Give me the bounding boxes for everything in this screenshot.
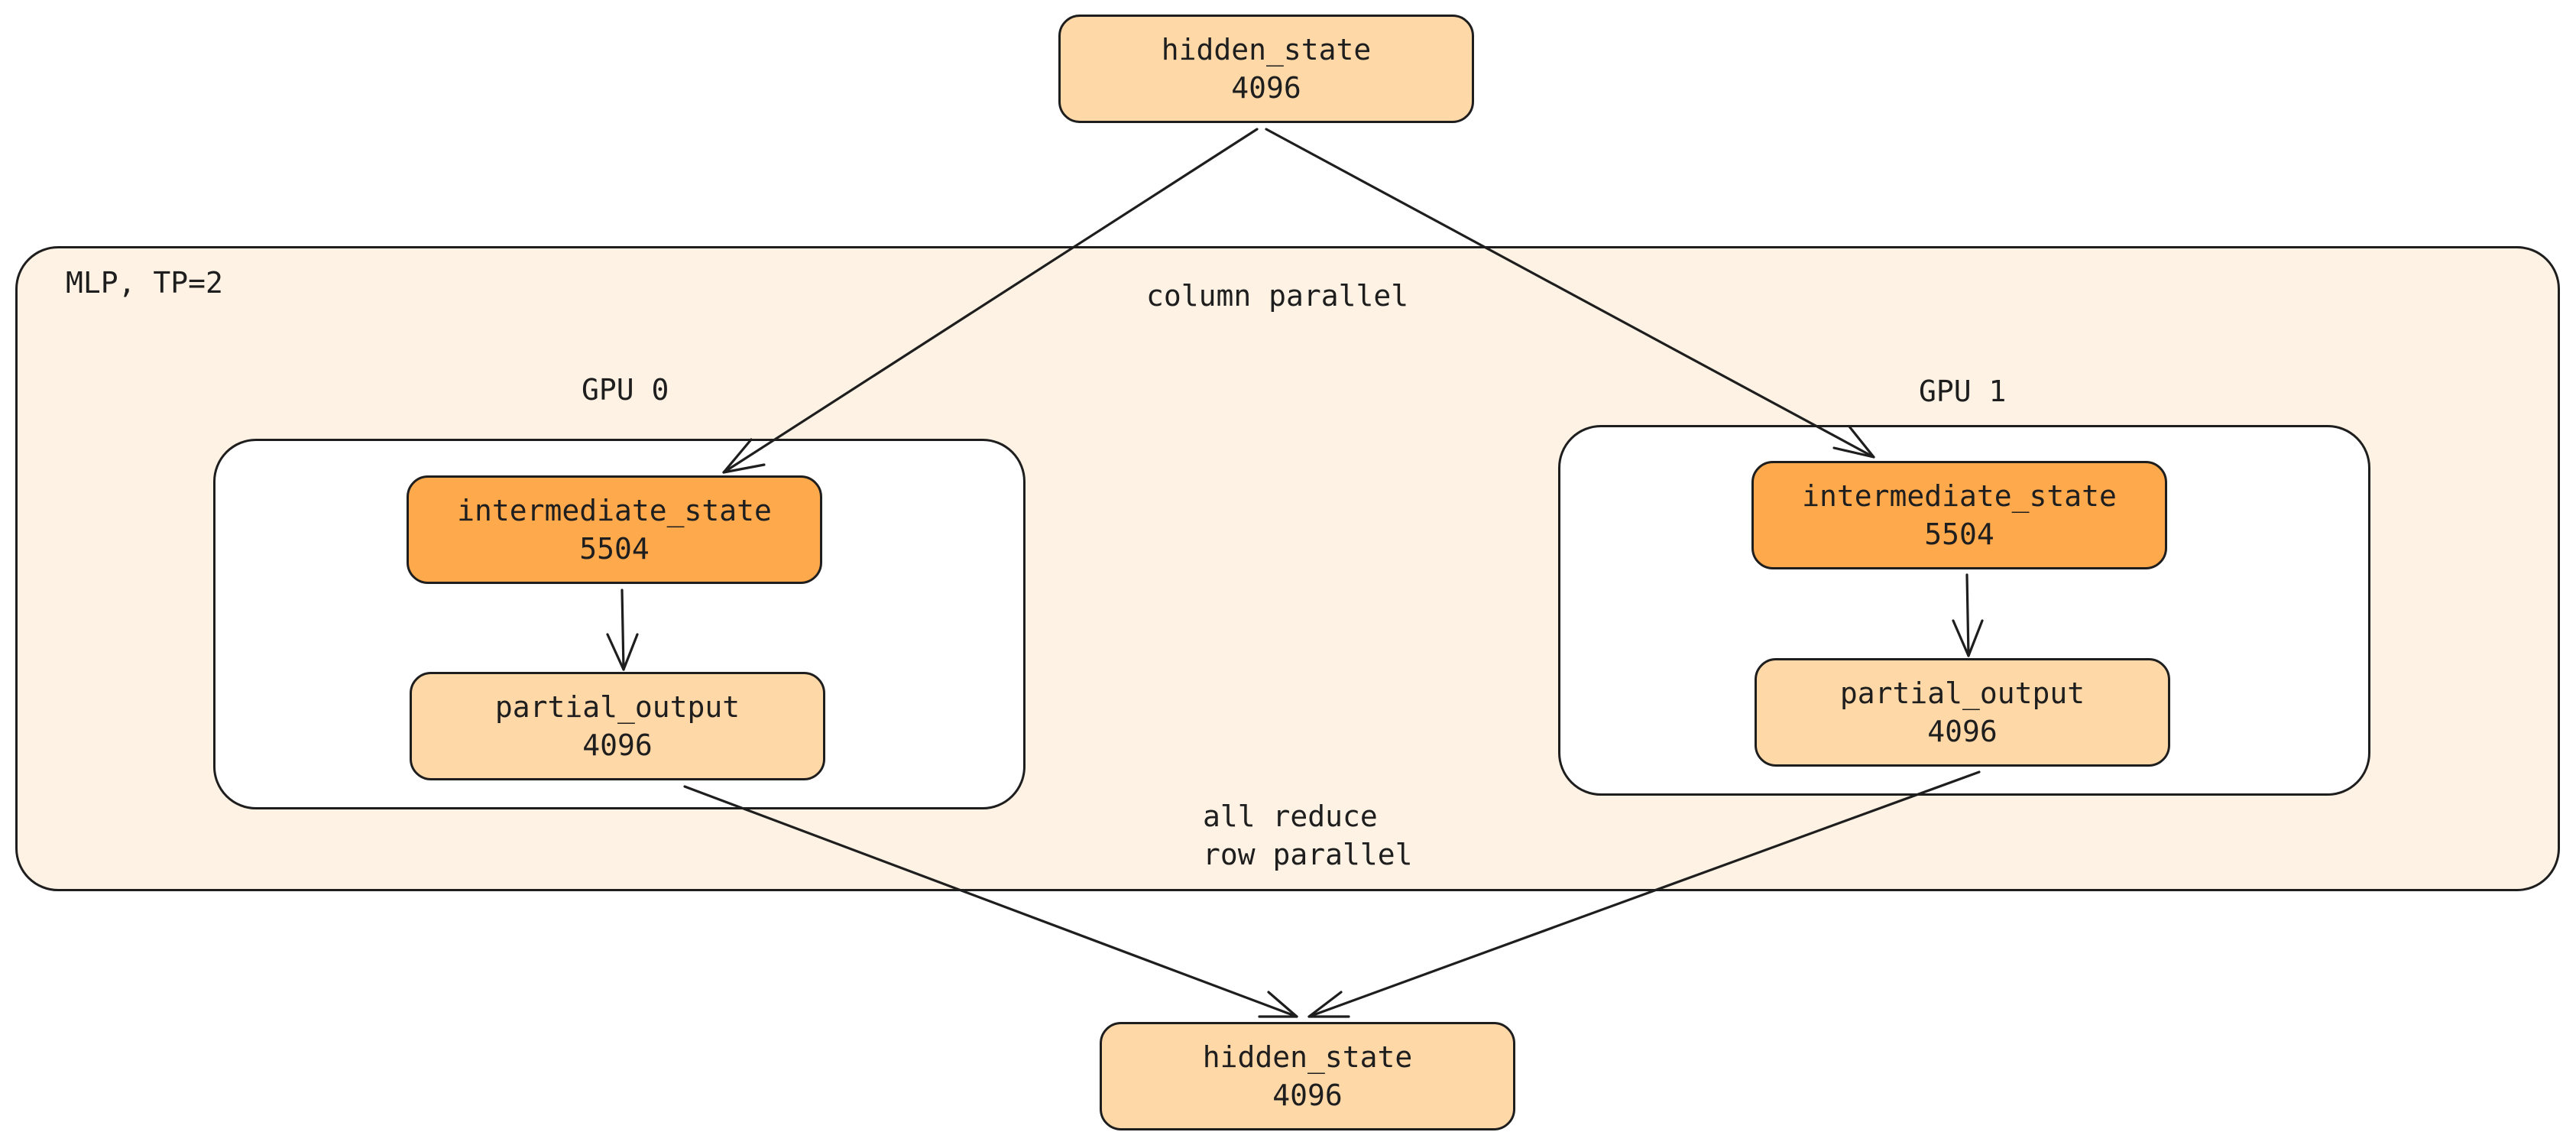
arrow-top-to-gpu0: [722, 128, 1259, 474]
arrow-gpu1-partial-to-bottom: [1307, 770, 1981, 1018]
gpu1-partial-output-name: partial_output: [1839, 676, 2085, 710]
gpu0-partial-output-name: partial_output: [494, 690, 740, 724]
top-hidden-state-name: hidden_state: [1161, 33, 1372, 66]
bottom-hidden-state-name: hidden_state: [1202, 1040, 1413, 1074]
gpu1-label: GPU 1: [1919, 375, 2007, 408]
arrow-gpu1-intermediate-to-partial: [1952, 573, 1984, 657]
row-parallel-label: row parallel: [1203, 838, 1413, 871]
arrow-top-to-gpu1: [1265, 128, 1875, 459]
column-parallel-label: column parallel: [1146, 279, 1409, 313]
gpu1-intermediate-state-size: 5504: [1924, 517, 1994, 551]
gpu1-intermediate-state-name: intermediate_state: [1802, 479, 2117, 513]
top-hidden-state-node: hidden_state 4096: [1058, 15, 1474, 123]
gpu0-label: GPU 0: [582, 373, 669, 407]
arrow-gpu0-intermediate-to-partial: [606, 589, 639, 671]
bottom-hidden-state-node: hidden_state 4096: [1100, 1022, 1515, 1130]
gpu1-partial-output-node: partial_output 4096: [1755, 658, 2170, 767]
gpu0-intermediate-state-size: 5504: [579, 532, 650, 566]
mlp-group-label: MLP, TP=2: [66, 266, 223, 300]
gpu0-intermediate-state-name: intermediate_state: [457, 494, 772, 527]
gpu0-intermediate-state-node: intermediate_state 5504: [407, 475, 822, 584]
all-reduce-label: all reduce: [1203, 800, 1378, 833]
top-hidden-state-size: 4096: [1231, 71, 1301, 105]
bottom-hidden-state-size: 4096: [1272, 1079, 1343, 1112]
gpu1-intermediate-state-node: intermediate_state 5504: [1751, 461, 2167, 569]
gpu0-partial-output-node: partial_output 4096: [410, 672, 825, 780]
gpu1-partial-output-size: 4096: [1927, 715, 1998, 748]
gpu0-partial-output-size: 4096: [582, 728, 653, 762]
arrow-gpu0-partial-to-bottom: [683, 785, 1298, 1018]
